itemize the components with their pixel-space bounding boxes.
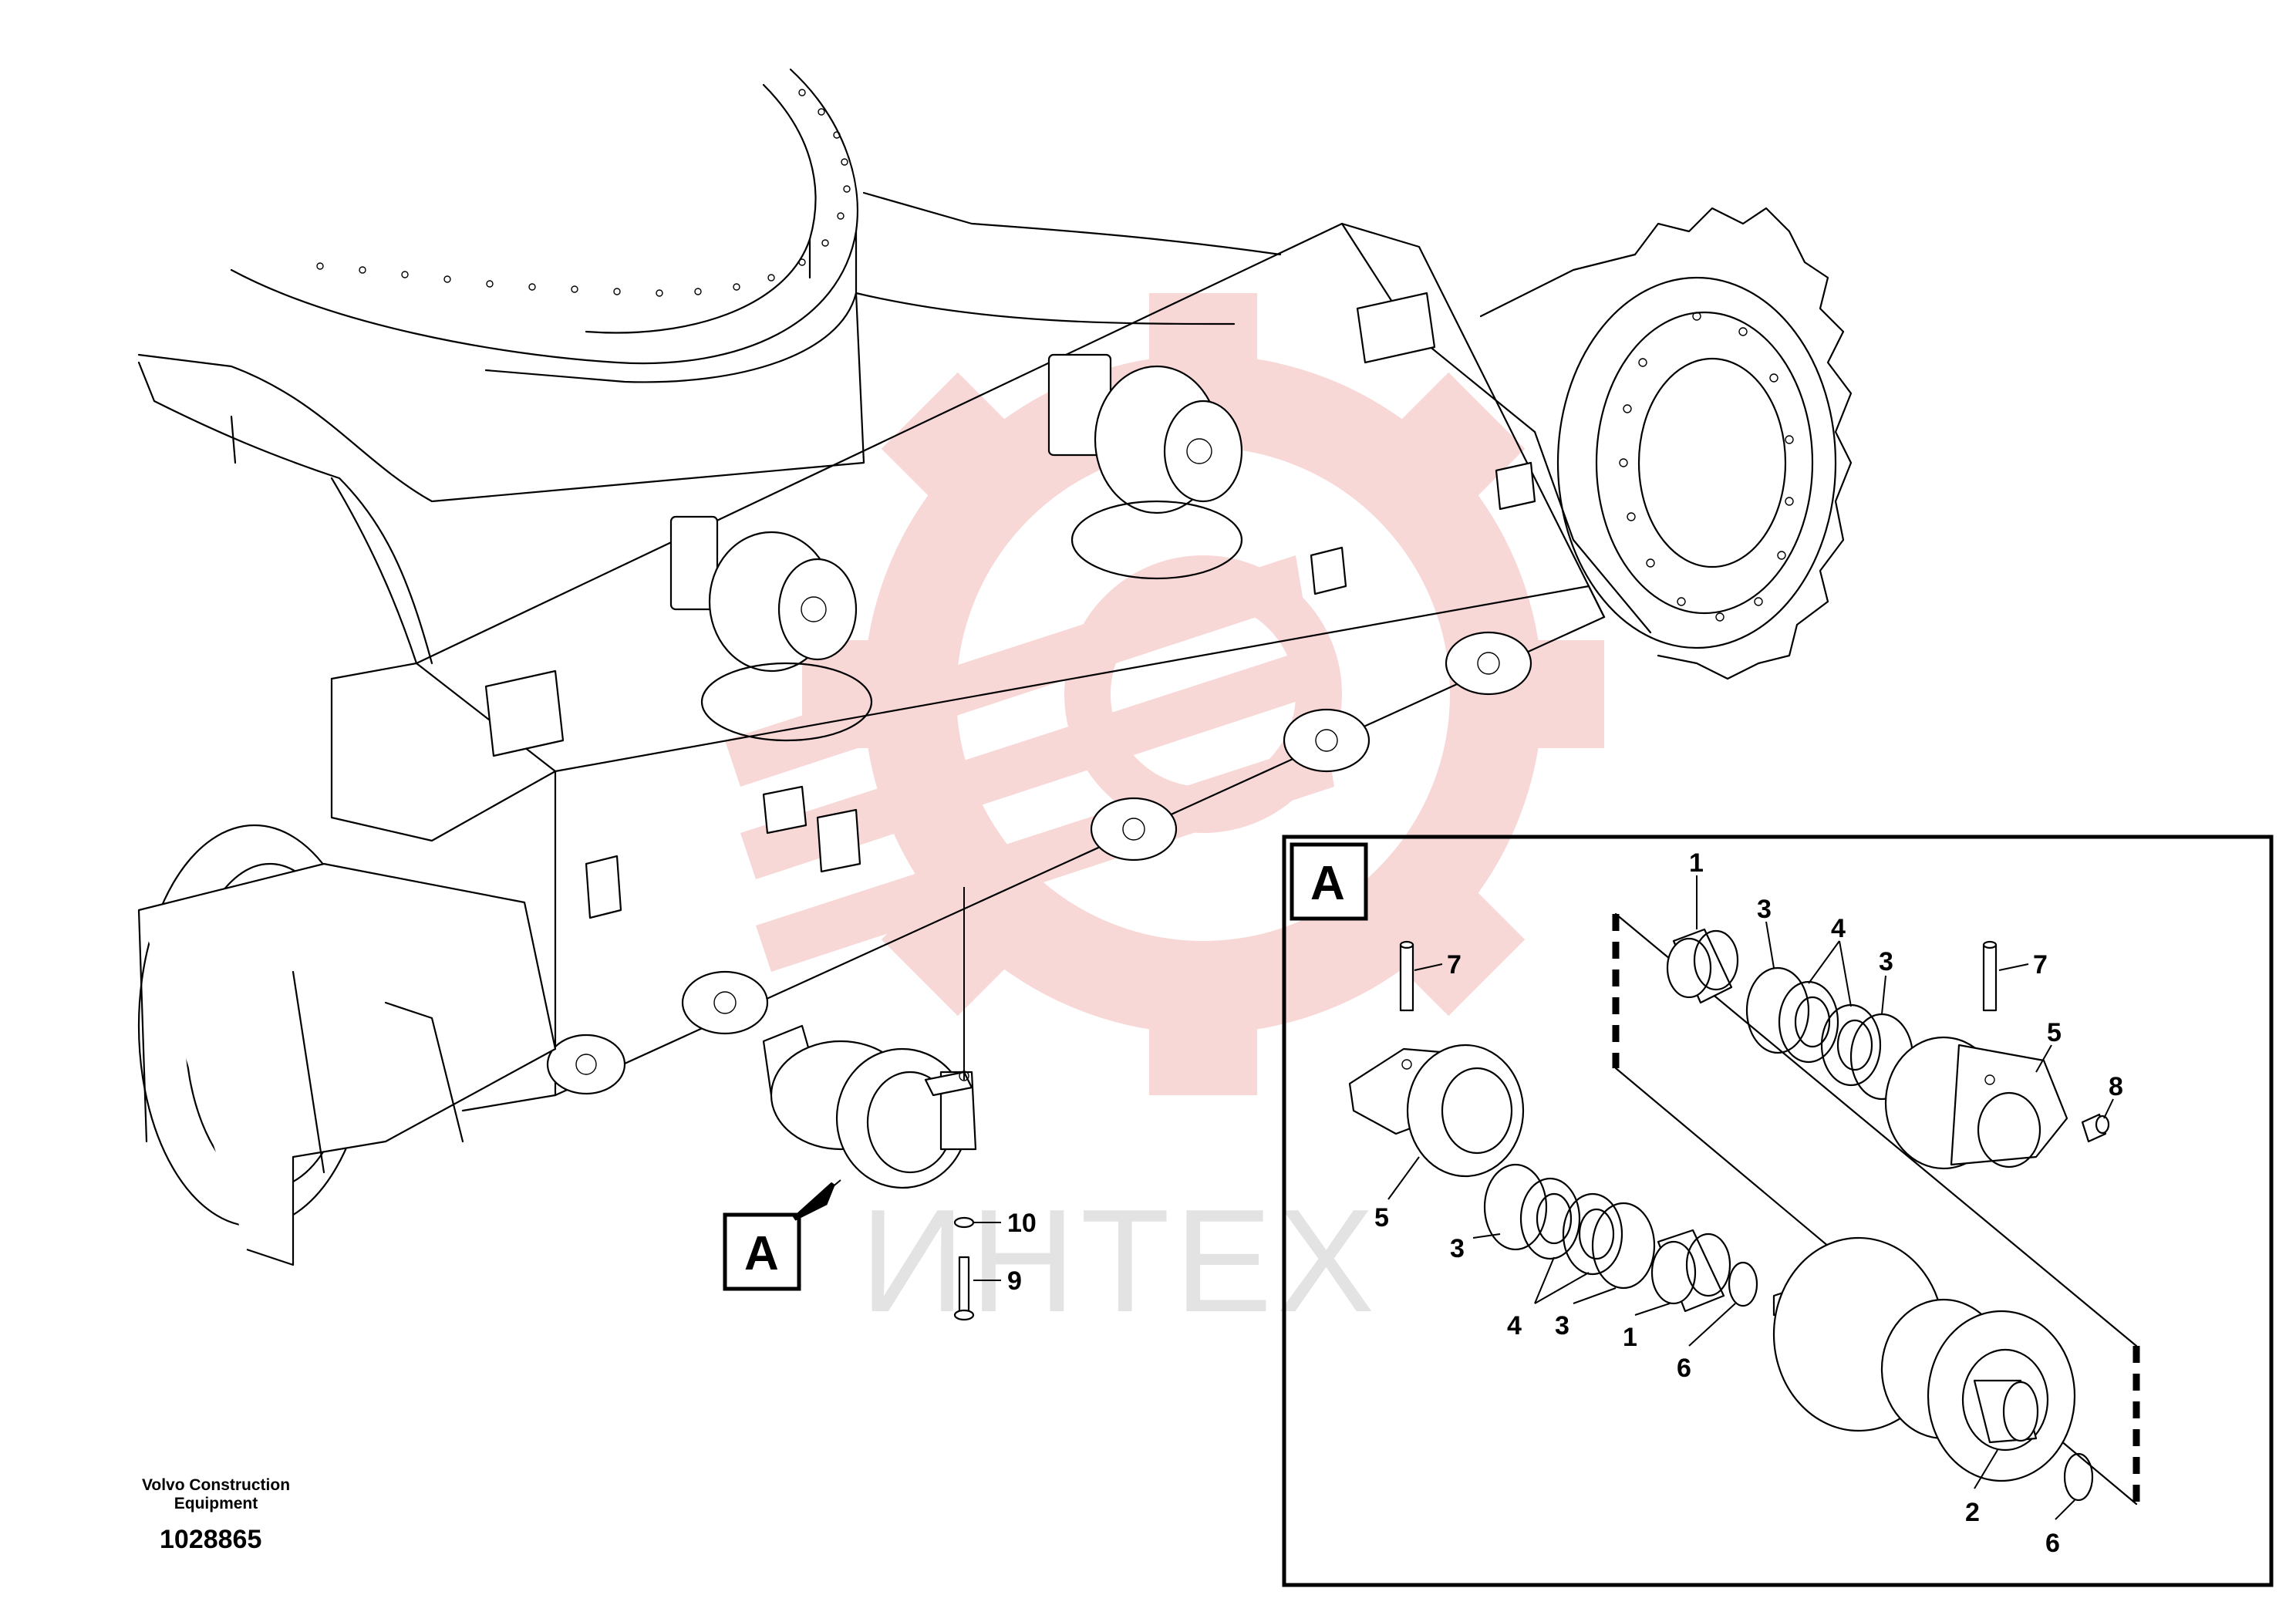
seal-4-low-b: [1562, 1192, 1623, 1276]
oring-6-right: [2063, 1452, 2094, 1502]
callout-a-main: A: [723, 1179, 841, 1291]
bushing-1-top: [1666, 928, 1739, 1004]
part-label-3-low-a: 3: [1450, 1234, 1465, 1263]
oring-3-low-b: [1591, 1202, 1656, 1290]
part-label-6-low: 6: [1677, 1354, 1691, 1383]
footer-manufacturer: Volvo Construction: [142, 1476, 290, 1494]
part-label-8: 8: [2109, 1072, 2123, 1101]
part-label-4-low: 4: [1507, 1311, 1522, 1340]
pin-7-right: [1982, 940, 1998, 1012]
footer-manufacturer-sub: Equipment: [174, 1495, 258, 1512]
collar-5-left: [1348, 1044, 1525, 1178]
part-label-2: 2: [1965, 1498, 1980, 1527]
part-label-5-right: 5: [2047, 1018, 2062, 1047]
leader-lines: [1387, 875, 2114, 1520]
oring-3-top-a: [1745, 966, 1810, 1054]
bushing-1-low: [1650, 1229, 1731, 1313]
pin-7-left: [1399, 940, 1414, 1012]
footer-block: Volvo Construction Equipment 1028865: [142, 1476, 290, 1554]
svg-text:A: A: [744, 1227, 779, 1280]
part-label-9: 9: [1007, 1266, 1022, 1296]
front-idler: [137, 824, 557, 1266]
carrier-roller-1: [669, 515, 873, 742]
oring-6-low: [1728, 1261, 1758, 1307]
part-label-3-top-a: 3: [1757, 895, 1772, 924]
part-label-3-top-b: 3: [1879, 947, 1893, 976]
part-label-7-right: 7: [2033, 950, 2048, 980]
part-label-4-top: 4: [1831, 914, 1846, 943]
part-label-6-right: 6: [2045, 1529, 2060, 1558]
track-rollers-bottom: [546, 631, 1532, 1095]
part-label-7-left: 7: [1447, 950, 1462, 980]
carrier-roller-2: [1047, 353, 1243, 580]
part-label-3-low-b: 3: [1555, 1311, 1569, 1340]
detail-view-a: A: [1282, 835, 2274, 1587]
track-frame-drawing: [137, 68, 1853, 1266]
seal-4-low-a: [1519, 1177, 1581, 1260]
collar-5-right: [1884, 1036, 2068, 1170]
part-label-1-low: 1: [1623, 1323, 1637, 1352]
track-roller-assembly: [762, 1024, 977, 1189]
seal-4-top-a: [1778, 980, 1839, 1064]
part-label-10: 10: [1007, 1209, 1037, 1238]
bolt-part: [953, 1256, 975, 1321]
roller-2: [1772, 1236, 2076, 1482]
part-label-1-top: 1: [1689, 848, 1704, 878]
washer-part: [953, 1216, 975, 1229]
plug-8: [2081, 1113, 2110, 1143]
watermark-gear-icon: [725, 293, 1604, 1095]
oring-3-low-a: [1483, 1163, 1548, 1251]
detail-view-label: A: [1310, 857, 1345, 910]
footer-diagram-number: 1028865: [160, 1525, 261, 1554]
part-label-5-left: 5: [1374, 1203, 1389, 1233]
watermark-text: ИНТЕХ: [860, 1179, 1379, 1343]
drive-sprocket: [1479, 207, 1853, 680]
